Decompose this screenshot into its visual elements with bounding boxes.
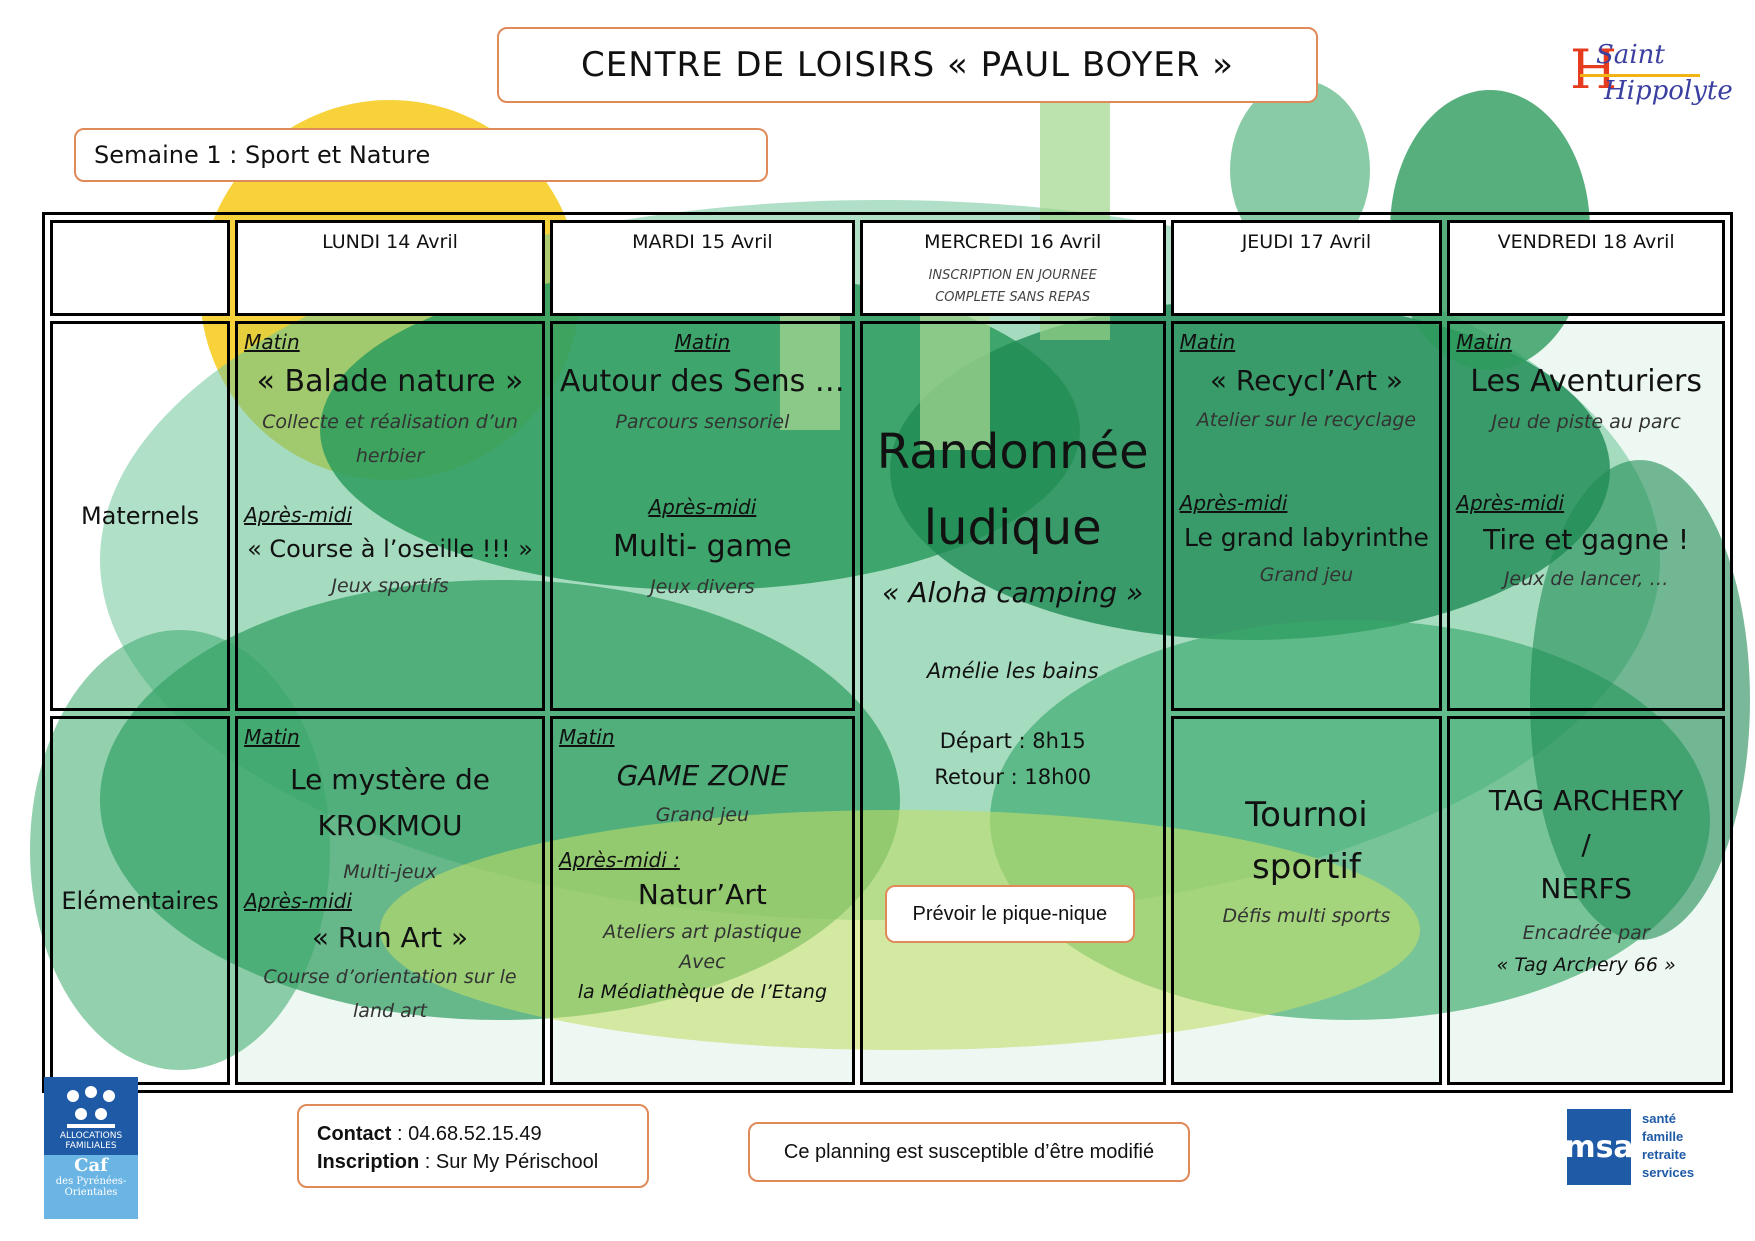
- elementaires-mardi-cell: Matin GAME ZONE Grand jeu Après-midi : N…: [549, 716, 855, 1085]
- pique-nique-note: Prévoir le pique-nique: [884, 885, 1135, 943]
- maternels-lundi-cell: Matin « Balade nature » Collecte et réal…: [235, 321, 545, 711]
- disclaimer-box: Ce planning est susceptible d’être modif…: [748, 1122, 1190, 1182]
- row-label-elementaires: Elémentaires: [50, 716, 231, 1085]
- contact-box: Contact : 04.68.52.15.49 Inscription : S…: [297, 1104, 649, 1188]
- day-header-jeudi: JEUDI 17 Avril: [1170, 220, 1443, 316]
- msa-logo: msa santé famille retraite services: [1564, 1109, 1713, 1187]
- elementaires-vendredi-cell: TAG ARCHERY/NERFS Encadrée par« Tag Arch…: [1447, 716, 1725, 1085]
- maternels-jeudi-cell: Matin « Recycl’Art » Atelier sur le recy…: [1170, 321, 1443, 711]
- week-title: Semaine 1 : Sport et Nature: [74, 128, 768, 182]
- maternels-mardi-cell: Matin Autour des Sens … Parcours sensori…: [549, 321, 855, 711]
- schedule-table: LUNDI 14 Avril MARDI 15 Avril MERCREDI 1…: [42, 212, 1733, 1093]
- page-title: CENTRE DE LOISIRS « PAUL BOYER »: [497, 27, 1318, 103]
- day-header-mardi: MARDI 15 Avril: [549, 220, 855, 316]
- day-header-vendredi: VENDREDI 18 Avril: [1447, 220, 1725, 316]
- day-header-lundi: LUNDI 14 Avril: [235, 220, 545, 316]
- corner-cell: [50, 220, 231, 316]
- day-header-mercredi: MERCREDI 16 Avril INSCRIPTION EN JOURNEE…: [859, 220, 1166, 316]
- maternels-vendredi-cell: Matin Les Aventuriers Jeu de piste au pa…: [1447, 321, 1725, 711]
- row-label-maternels: Maternels: [50, 321, 231, 711]
- saint-hippolyte-logo: H Saint Hippolyte: [1570, 38, 1733, 106]
